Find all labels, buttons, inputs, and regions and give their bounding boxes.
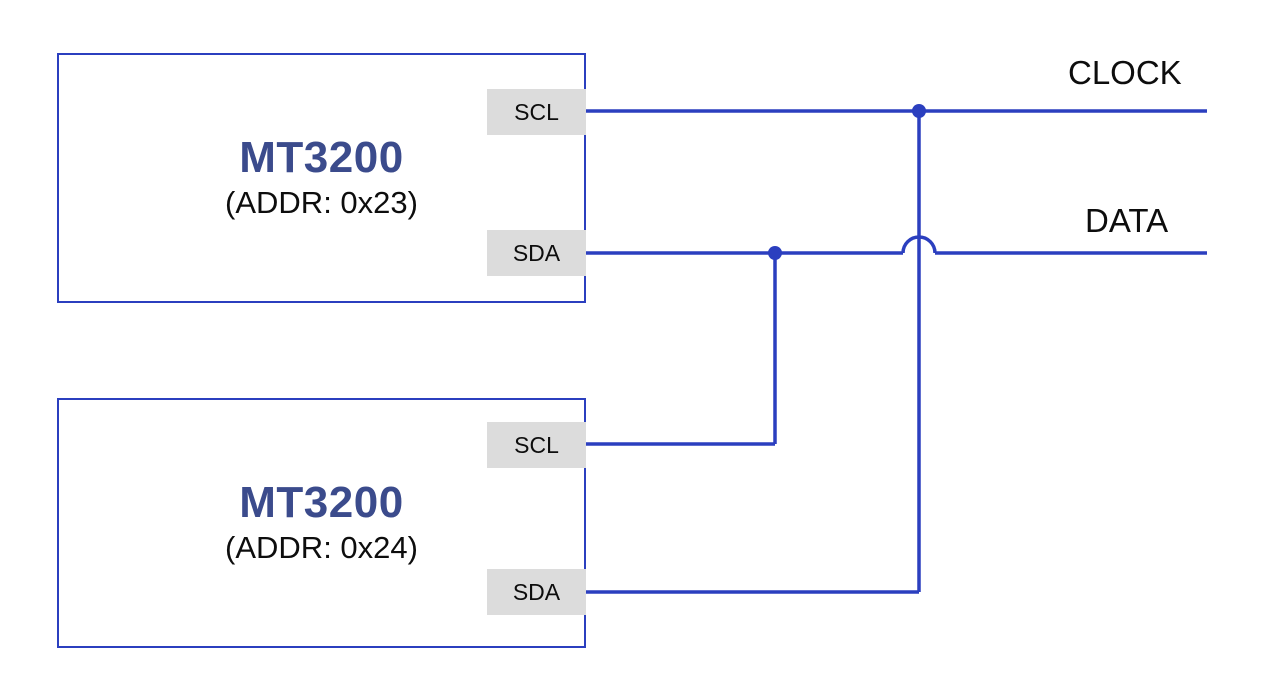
junction-dot-clock bbox=[912, 104, 926, 118]
device-top-label-group: MT3200 (ADDR: 0x23) bbox=[59, 133, 584, 221]
pin-bottom-sda[interactable]: SDA bbox=[487, 569, 586, 615]
pin-top-sda[interactable]: SDA bbox=[487, 230, 586, 276]
device-bottom-label-group: MT3200 (ADDR: 0x24) bbox=[59, 478, 584, 566]
bus-label-clock: CLOCK bbox=[1068, 54, 1182, 91]
bus-label-data: DATA bbox=[1085, 202, 1169, 239]
device-top-subtitle: (ADDR: 0x23) bbox=[225, 184, 418, 220]
device-bottom-subtitle: (ADDR: 0x24) bbox=[225, 529, 418, 565]
wire-hop-crossover bbox=[901, 235, 937, 254]
junction-dot-data bbox=[768, 246, 782, 260]
pin-bottom-scl[interactable]: SCL bbox=[487, 422, 586, 468]
pin-top-scl[interactable]: SCL bbox=[487, 89, 586, 135]
device-bottom-title: MT3200 bbox=[239, 478, 404, 528]
device-top-title: MT3200 bbox=[239, 133, 404, 183]
